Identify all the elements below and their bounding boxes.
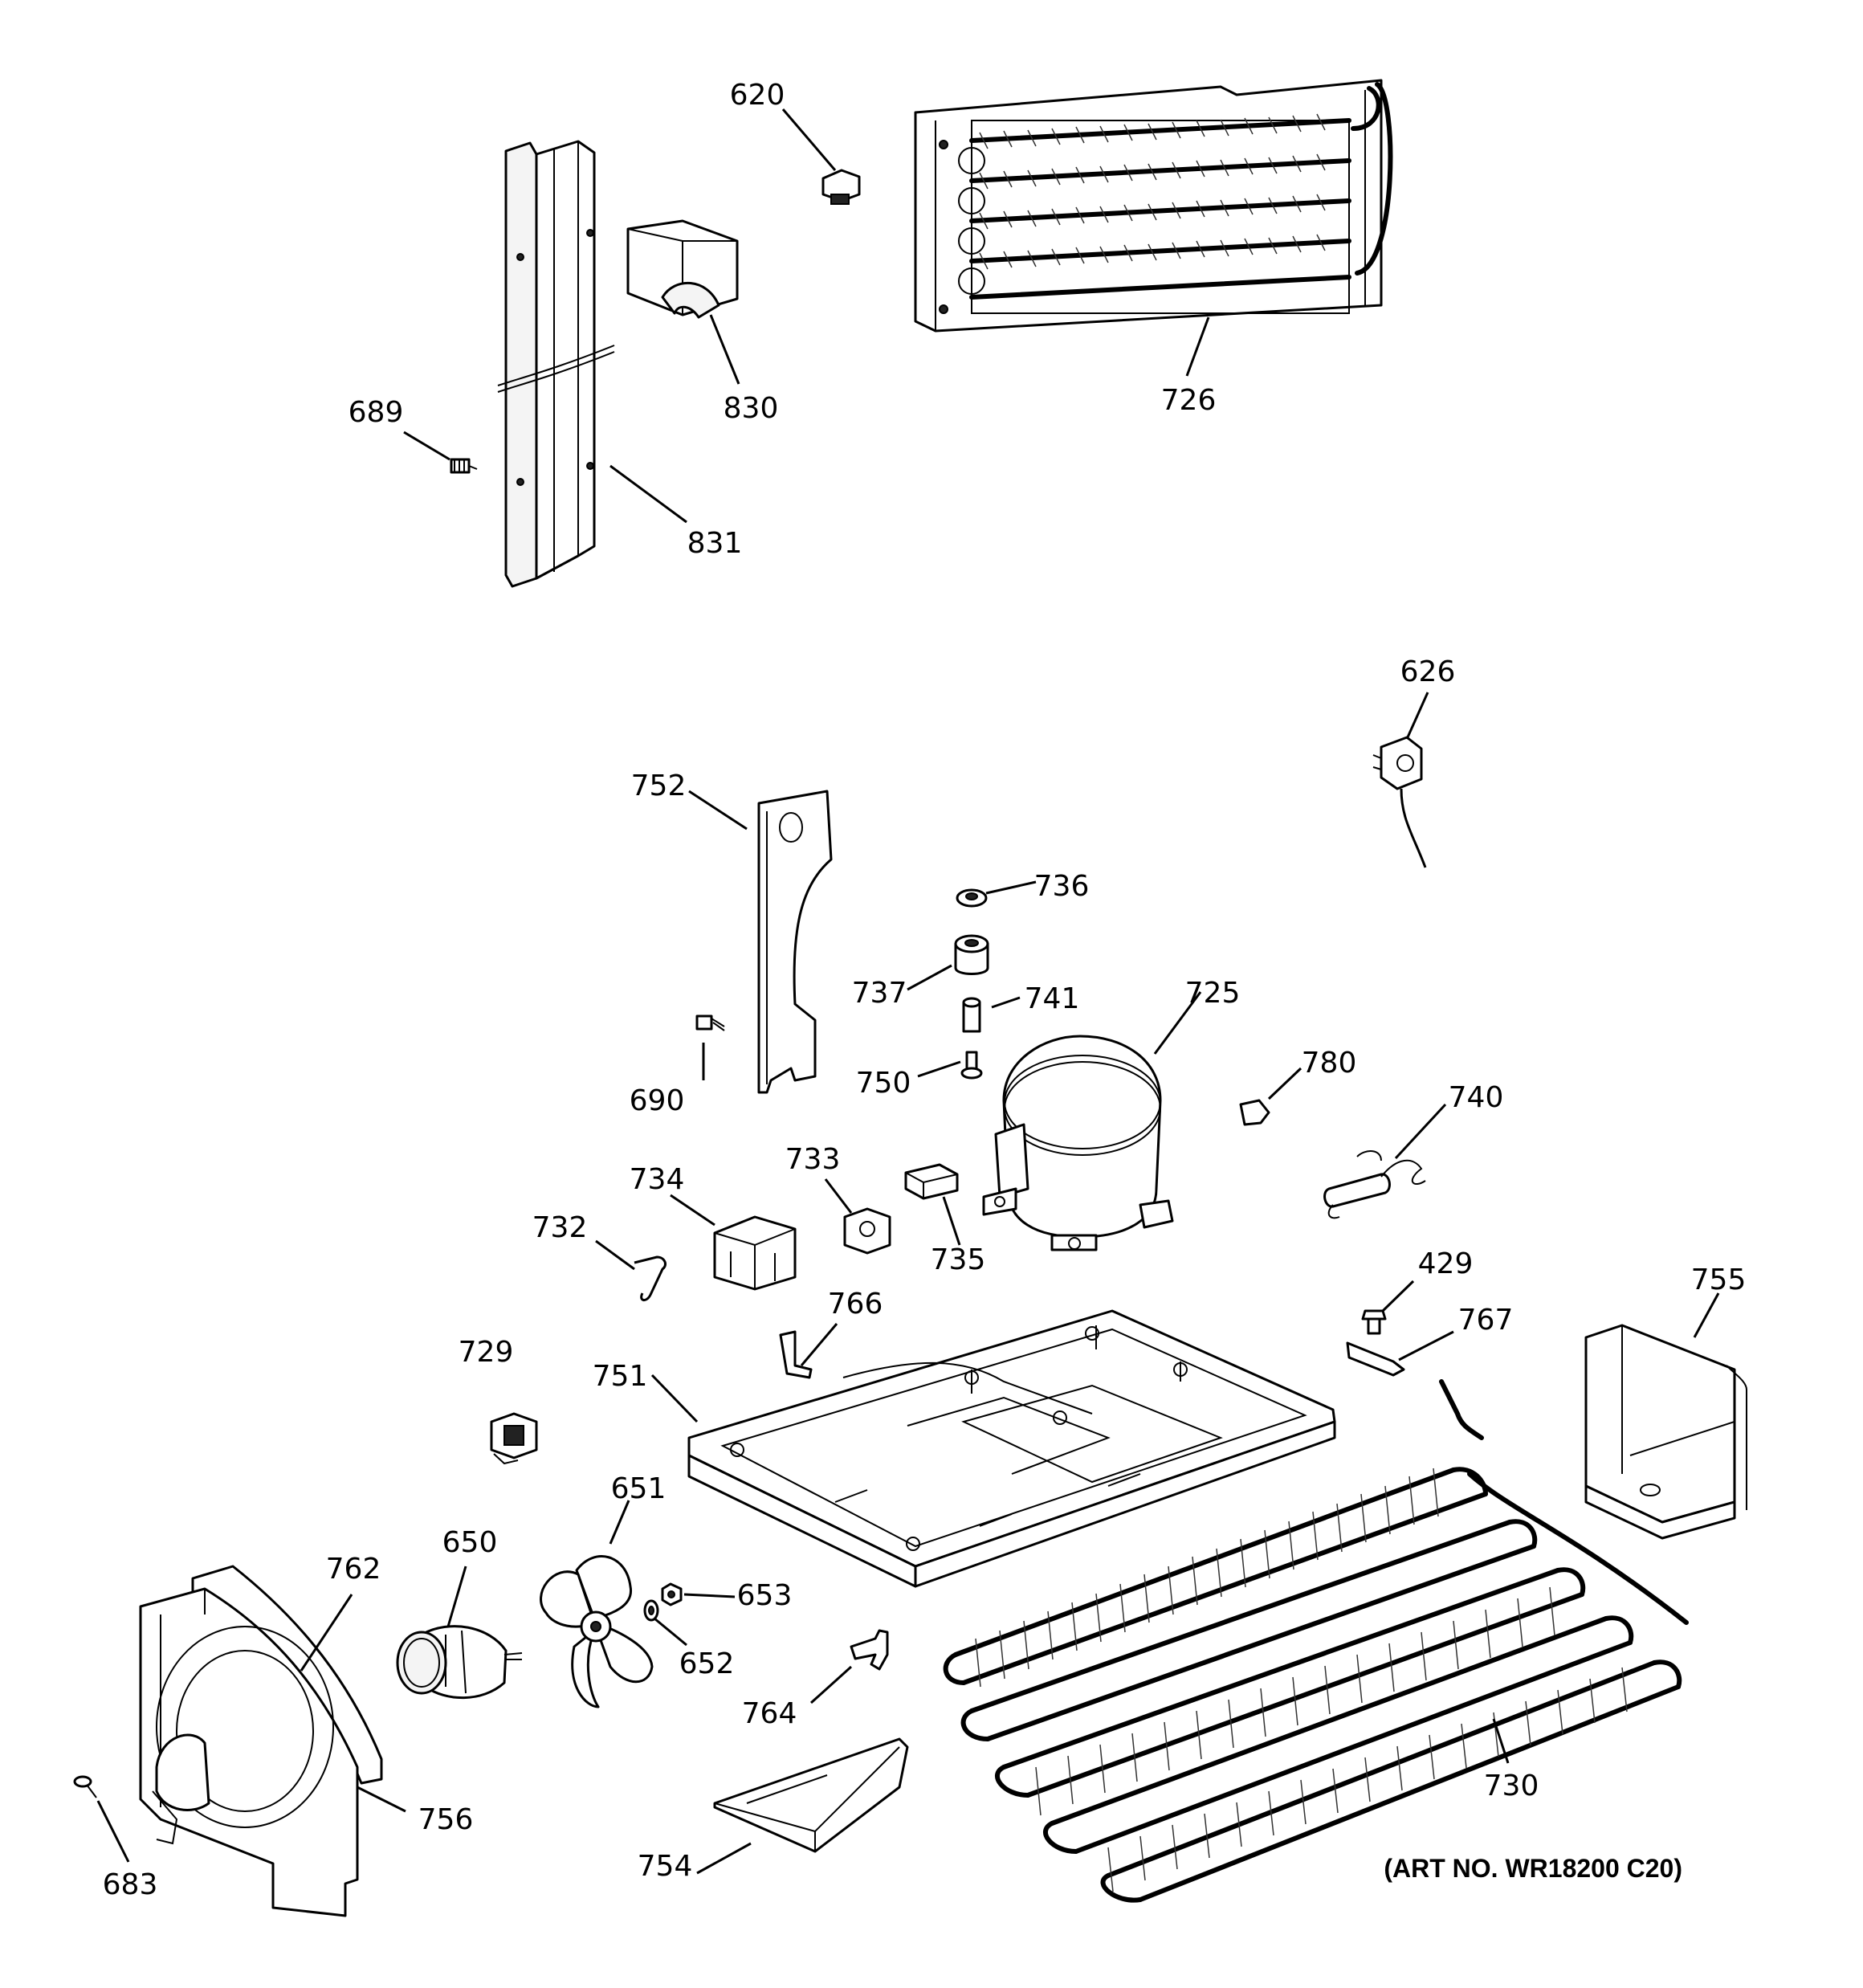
callout-755: 755	[1691, 1263, 1747, 1296]
part-780-clip	[1239, 1099, 1270, 1126]
part-734-capacitor	[713, 1215, 797, 1291]
part-751-base	[687, 1309, 1336, 1588]
part-831-channel	[497, 140, 615, 588]
part-626-cord	[1372, 736, 1427, 868]
part-733-relay	[843, 1207, 891, 1255]
part-652-washer	[643, 1599, 659, 1622]
callout-750: 750	[856, 1067, 911, 1100]
part-620-clip	[821, 169, 861, 205]
part-651-fan-blade	[540, 1555, 654, 1708]
callout-766: 766	[828, 1288, 883, 1321]
part-766-clip	[779, 1330, 813, 1379]
callout-730: 730	[1484, 1770, 1539, 1802]
callout-737: 737	[852, 977, 907, 1010]
callout-780: 780	[1302, 1047, 1357, 1080]
callout-754: 754	[638, 1850, 693, 1883]
callout-767: 767	[1458, 1304, 1514, 1337]
callout-650: 650	[442, 1526, 498, 1559]
callout-652: 652	[679, 1647, 735, 1680]
callout-626: 626	[1400, 655, 1456, 688]
part-740-heater	[1323, 1150, 1426, 1219]
part-726-evaporator	[914, 79, 1393, 333]
callout-734: 734	[630, 1163, 685, 1196]
part-429-screw	[1361, 1309, 1387, 1335]
part-764-clip	[850, 1629, 889, 1671]
callout-620: 620	[730, 79, 785, 112]
callout-429: 429	[1418, 1247, 1474, 1280]
callout-751: 751	[593, 1360, 648, 1393]
callout-690: 690	[630, 1084, 685, 1117]
callout-726: 726	[1161, 384, 1217, 417]
part-732-clip	[634, 1255, 667, 1301]
callout-741: 741	[1025, 982, 1080, 1015]
callout-764: 764	[742, 1697, 797, 1730]
callout-733: 733	[785, 1143, 841, 1176]
callout-736: 736	[1034, 870, 1090, 903]
part-725-compressor	[982, 1035, 1174, 1251]
callout-653: 653	[737, 1579, 793, 1612]
callout-683: 683	[103, 1868, 158, 1901]
callout-729: 729	[459, 1336, 514, 1369]
part-729-connector	[490, 1412, 538, 1465]
callout-689: 689	[349, 396, 404, 429]
callout-735: 735	[931, 1243, 986, 1276]
part-830-bracket	[626, 219, 739, 319]
callout-830: 830	[724, 392, 779, 425]
part-730-condenser	[943, 1379, 1689, 1903]
part-690-screw	[695, 1014, 725, 1031]
callout-752: 752	[631, 769, 687, 802]
callout-762: 762	[326, 1553, 381, 1586]
part-736-grommet	[956, 888, 988, 908]
part-754-tray	[713, 1737, 909, 1853]
callout-831: 831	[687, 527, 743, 560]
art-number: (ART NO. WR18200 C20)	[1384, 1854, 1682, 1883]
part-741-sleeve	[962, 997, 981, 1033]
part-737-grommet	[954, 934, 989, 975]
leader-lines	[96, 108, 1720, 1875]
callout-740: 740	[1449, 1081, 1504, 1114]
part-689-screw	[450, 458, 478, 474]
callout-725: 725	[1185, 977, 1241, 1010]
part-756-shroud	[139, 1587, 359, 1917]
part-752-strap	[757, 790, 833, 1094]
part-755-block	[1584, 1324, 1747, 1540]
part-653-nut	[661, 1582, 683, 1606]
callout-651: 651	[611, 1472, 667, 1505]
part-735-cover	[904, 1163, 959, 1200]
part-750-bolt	[960, 1051, 983, 1080]
part-767-clip	[1346, 1341, 1405, 1377]
part-650-motor	[396, 1625, 523, 1700]
part-683-screw	[73, 1775, 97, 1798]
callout-756: 756	[418, 1803, 474, 1836]
callout-732: 732	[532, 1211, 588, 1244]
